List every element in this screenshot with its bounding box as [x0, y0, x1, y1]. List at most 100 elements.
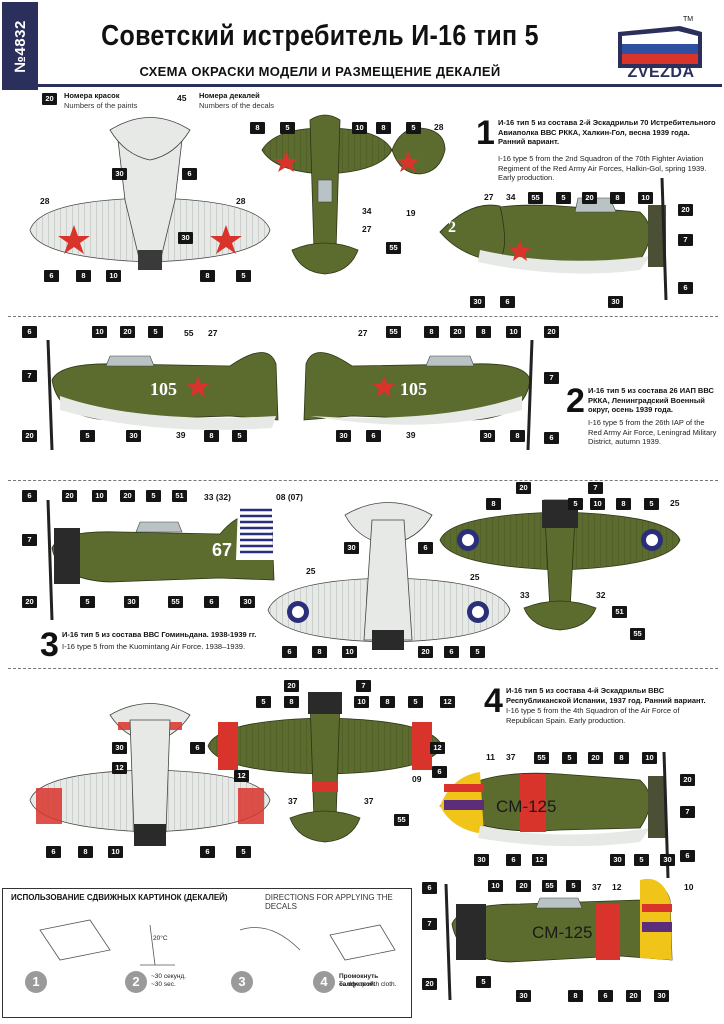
s1-underside-view — [29, 117, 271, 270]
step-2-en: ~30 sec. — [151, 981, 176, 988]
s4-underside-view — [29, 703, 271, 846]
decal-number: 10 — [684, 882, 694, 892]
paint-badge: 6 — [422, 882, 437, 894]
brand-name: ZVEZDA — [627, 64, 695, 81]
paint-badge: 7 — [422, 918, 437, 930]
paint-badge: 12 — [532, 854, 547, 866]
paint-badge: 8 — [486, 498, 501, 510]
decal-number: 32 — [596, 590, 606, 600]
paint-badge: 30 — [608, 296, 623, 308]
step-3-icon: 3 — [231, 971, 253, 993]
decal-number: 39 — [176, 430, 186, 440]
paint-badge: 30 — [516, 990, 531, 1002]
scheme-4-ru: И-16 тип 5 из состава 4-й Эскадрильи ВВС… — [506, 686, 706, 705]
paint-badge: 6 — [190, 742, 205, 754]
s1-profile: 2 — [439, 177, 668, 301]
paint-badge: 8 — [476, 326, 491, 338]
decal-number: 28 — [434, 122, 444, 132]
paint-badge: 12 — [430, 742, 445, 754]
step-4-ru: Промокнуть салфеткой. — [339, 973, 379, 988]
decal-number: 11 — [486, 752, 495, 762]
paint-badge: 30 — [124, 596, 139, 608]
paint-badge: 6 — [500, 296, 515, 308]
catalog-number-tab: №4832 — [2, 2, 38, 90]
s4-left-profile: CM-125 — [444, 878, 673, 1001]
paint-badge: 30 — [474, 854, 489, 866]
paint-badge: 12 — [234, 770, 249, 782]
scheme-4-number: 4 — [484, 682, 503, 720]
section-divider — [8, 316, 718, 317]
s1-top-view — [261, 114, 446, 275]
directions-title-ru: ИСПОЛЬЗОВАНИЕ СДВИЖНЫХ КАРТИНОК (ДЕКАЛЕЙ… — [11, 893, 228, 902]
section-divider — [8, 668, 718, 669]
step-2-ru: ~30 секунд. — [151, 973, 187, 980]
scheme-3-ru: И-16 тип 5 из состава ВВС Гоминьдана. 19… — [62, 630, 257, 639]
paint-badge: 51 — [172, 490, 187, 502]
paint-badge: 7 — [588, 482, 603, 494]
paint-badge: 6 — [22, 326, 37, 338]
s1-tail-number: 2 — [448, 219, 456, 236]
paint-badge: 20 — [678, 204, 693, 216]
paint-badge: 6 — [204, 596, 219, 608]
decal-number: 28 — [40, 196, 50, 206]
paint-badge: 12 — [112, 762, 127, 774]
paint-badge: 55 — [630, 628, 645, 640]
decal-number: 33 (32) — [204, 492, 231, 502]
scheme-2-number: 2 — [566, 382, 585, 420]
paint-badge: 10 — [352, 122, 367, 134]
scheme-1-number: 1 — [476, 114, 495, 152]
decal-number: 39 — [406, 430, 416, 440]
paint-badge: 5 — [280, 122, 295, 134]
step-2-icon: 2 — [125, 971, 147, 993]
paint-badge: 10 — [638, 192, 653, 204]
paint-badge: 8 — [424, 326, 439, 338]
page-title: Советский истребитель И-16 тип 5 — [101, 19, 539, 53]
decal-number: 27 — [208, 328, 218, 338]
paint-badge: 5 — [236, 846, 251, 858]
s4-top-view — [207, 692, 443, 843]
s2-right-side-number: 105 — [400, 379, 427, 399]
paint-badge: 55 — [386, 326, 401, 338]
legend-paint-en: Numbers of the paints — [64, 101, 138, 110]
scheme-3-number: 3 — [40, 626, 59, 664]
paint-badge: 8 — [510, 430, 525, 442]
paint-badge: 7 — [678, 234, 693, 246]
decal-directions-panel: ИСПОЛЬЗОВАНИЕ СДВИЖНЫХ КАРТИНОК (ДЕКАЛЕЙ… — [2, 888, 412, 1018]
paint-badge: 10 — [92, 326, 107, 338]
decal-number: 25 — [306, 566, 316, 576]
paint-badge: 6 — [46, 846, 61, 858]
paint-badge: 6 — [544, 432, 559, 444]
paint-badge: 6 — [432, 766, 447, 778]
scheme-4-caption: 4 И-16 тип 5 из состава 4-й Эскадрильи В… — [484, 682, 720, 730]
paint-badge: 5 — [644, 498, 659, 510]
paint-badge: 6 — [680, 850, 695, 862]
paint-badge: 8 — [376, 122, 391, 134]
decal-number: 55 — [184, 328, 194, 338]
paint-badge: 5 — [406, 122, 421, 134]
paint-badge: 7 — [22, 370, 37, 382]
paint-badge: 30 — [112, 168, 127, 180]
paint-badge: 30 — [610, 854, 625, 866]
paint-badge: 20 — [626, 990, 641, 1002]
paint-badge: 5 — [556, 192, 571, 204]
paint-badge: 55 — [386, 242, 401, 254]
decal-number: 09 — [412, 774, 422, 784]
paint-badge: 6 — [444, 646, 459, 658]
paint-badge: 8 — [380, 696, 395, 708]
decal-number-sample: 45 — [177, 93, 187, 103]
paint-badge: 6 — [506, 854, 521, 866]
paint-badge: 30 — [126, 430, 141, 442]
decal-number: 37 — [364, 796, 374, 806]
trademark: TM — [683, 16, 694, 23]
paint-badge: 20 — [516, 880, 531, 892]
paint-badge: 10 — [506, 326, 521, 338]
s2-left-profile: 105 — [46, 339, 279, 451]
paint-badge: 20 — [22, 596, 37, 608]
paint-badge: 6 — [366, 430, 381, 442]
decal-number: 27 — [362, 224, 372, 234]
step-2-temp: 20°С — [153, 935, 168, 942]
paint-badge: 8 — [610, 192, 625, 204]
paint-badge: 20 — [516, 482, 531, 494]
paint-badge: 20 — [62, 490, 77, 502]
decal-number: 25 — [670, 498, 680, 508]
